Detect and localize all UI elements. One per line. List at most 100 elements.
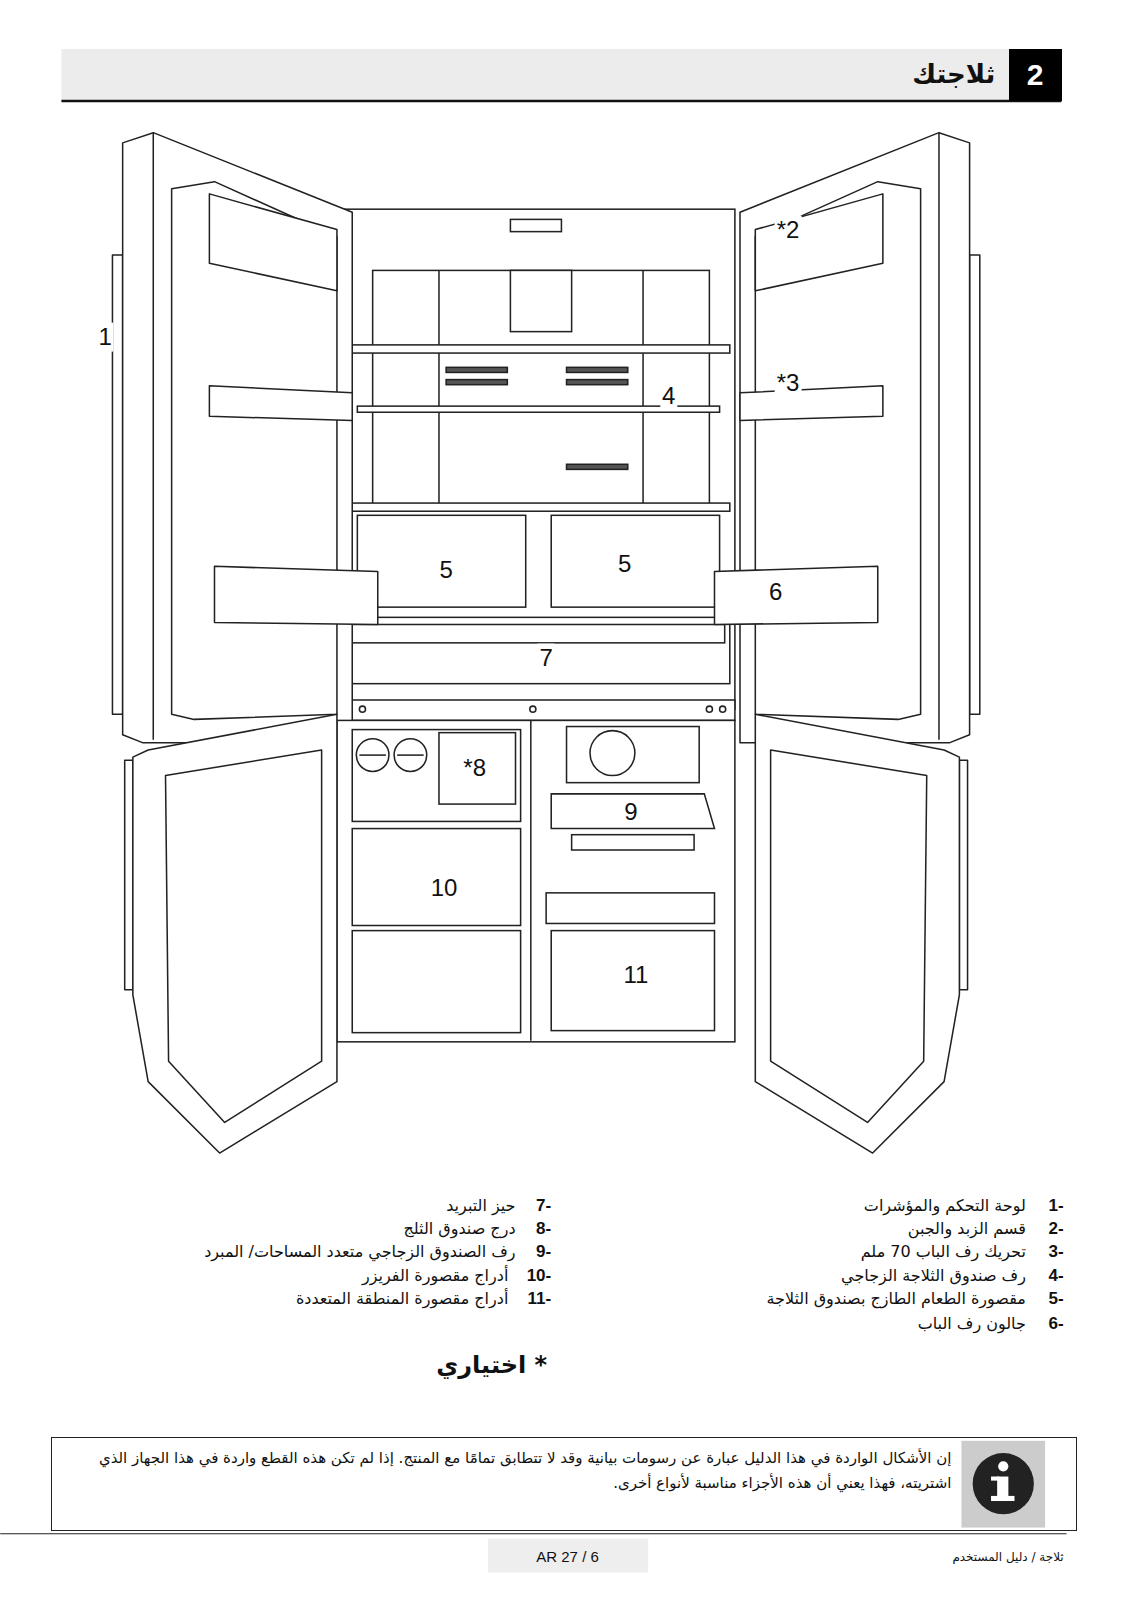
info-icon — [961, 1441, 1045, 1528]
freezer-cabinet — [551, 931, 714, 1031]
fridge-cabinet — [510, 219, 561, 231]
legend-number: 1- — [1049, 1195, 1064, 1215]
fridge-cabinet — [347, 503, 730, 511]
legend-text: قسم الزبد والجبن — [908, 1219, 1026, 1238]
legend-number: 11- — [528, 1289, 552, 1309]
callout-number: 11 — [621, 960, 650, 989]
footer — [488, 1539, 648, 1573]
info-icon — [961, 1441, 1045, 1528]
fridge-cabinet — [373, 270, 710, 510]
info-icon — [991, 1496, 1014, 1501]
fridge-cabinet — [551, 515, 719, 607]
legend-text: أدراج مقصورة الفريزر — [362, 1266, 508, 1285]
fridge-cabinet — [567, 380, 628, 385]
legend-text: مقصورة الطعام الطازج بصندوق الثلاجة — [766, 1290, 1025, 1309]
info-note: إن الأشكال الواردة في هذا الدليل عبارة ع… — [51, 1437, 1077, 1531]
legend-number: 4- — [1049, 1266, 1064, 1286]
callout-number: 1 — [96, 322, 113, 351]
freezer-cabinet — [439, 733, 516, 804]
freezer-cabinet — [572, 835, 694, 850]
freezer-cabinet — [352, 730, 520, 822]
legend-text: رف صندوق الثلاجة الزجاجي — [841, 1266, 1026, 1285]
fridge-cabinet — [446, 380, 507, 385]
freezer-cabinet — [394, 739, 427, 772]
optional-note: * اختياري — [436, 1350, 547, 1379]
fridge-cabinet — [642, 270, 644, 510]
freezer-cabinet — [359, 754, 386, 756]
callout-number: 10 — [429, 874, 460, 903]
callout-number: 6 — [767, 578, 784, 607]
info-icon — [991, 1477, 999, 1481]
fridge-door — [112, 133, 377, 743]
info-icon — [973, 1453, 1034, 1514]
callout-number: 7 — [537, 644, 554, 673]
legend-number: 5- — [1049, 1289, 1064, 1309]
callout-number: 5 — [616, 550, 633, 579]
fridge-cabinet — [359, 706, 365, 712]
fridge-cabinet — [567, 367, 628, 372]
fridge-door — [112, 133, 979, 743]
freezer-cabinet — [337, 720, 735, 1041]
freezer-cabinet — [397, 754, 424, 756]
header-band — [61, 100, 1061, 103]
page-title: ثلاجتك — [912, 59, 995, 90]
callout-number: 4 — [660, 382, 677, 411]
note-text: إن الأشكال الواردة في هذا الدليل عبارة ع… — [62, 1446, 951, 1496]
fridge-cabinet — [337, 209, 735, 709]
page-number: AR 27 / 6 — [536, 1548, 599, 1566]
callout-number: *8 — [461, 753, 488, 782]
freezer-cabinet — [530, 720, 532, 1040]
legend-text: درج صندوق الثلج — [403, 1219, 515, 1238]
info-icon — [998, 1461, 1008, 1471]
legend-number: 3- — [1049, 1242, 1064, 1262]
section-number: 2 — [1027, 60, 1044, 90]
fridge-cabinet — [337, 700, 735, 720]
fridge-cabinet — [706, 706, 712, 712]
header-band — [61, 49, 1061, 101]
fridge-door — [714, 133, 979, 743]
callout-number: *2 — [775, 215, 802, 244]
freezer-door — [125, 714, 337, 1153]
callout-number: 9 — [622, 797, 639, 826]
footer — [0, 1533, 1066, 1534]
callout-number: 5 — [437, 555, 454, 584]
legend-text: حيز التبريد — [446, 1196, 515, 1215]
freezer-cabinet — [356, 739, 389, 772]
fridge-cabinet — [720, 706, 726, 712]
fridge-cabinet — [352, 624, 724, 642]
freezer-cabinet — [352, 931, 520, 1033]
footer — [0, 1534, 1066, 1573]
callout-number: *3 — [775, 368, 802, 397]
freezer-cabinet — [352, 829, 520, 926]
header-band — [61, 49, 1061, 100]
legend-number: 9- — [536, 1242, 551, 1262]
legend-number: 10- — [527, 1266, 552, 1286]
fridge-cabinet — [567, 464, 628, 469]
freezer-cabinet — [567, 727, 700, 783]
legend-text: تحريك رف الباب 70 ملم — [861, 1243, 1026, 1262]
fridge-cabinet — [530, 706, 536, 712]
freezer-cabinet — [551, 794, 714, 829]
legend-text: أدراج مقصورة المنطقة المتعددة — [296, 1290, 508, 1309]
fridge-cabinet — [510, 270, 571, 331]
legend-number: 6- — [1049, 1314, 1064, 1334]
fridge-cabinet — [347, 345, 730, 353]
freezer-cabinet — [590, 731, 635, 776]
header-number: 2 — [1009, 49, 1062, 101]
legend-number: 2- — [1049, 1219, 1064, 1239]
legend-text: لوحة التحكم والمؤشرات — [864, 1196, 1026, 1215]
legend-text: جالون رف الباب — [918, 1314, 1026, 1333]
freezer-door — [755, 714, 967, 1153]
legend-number: 7- — [536, 1195, 551, 1215]
legend-text: رف الصندوق الزجاجي متعدد المساحات/ المبر… — [204, 1243, 515, 1262]
fridge-cabinet — [337, 209, 735, 720]
legend-number: 8- — [536, 1219, 551, 1239]
freezer-cabinet — [337, 720, 735, 1041]
fridge-cabinet — [446, 367, 507, 372]
freezer-door — [125, 714, 968, 1153]
footer-text: ثلاجة / دليل المستخدم — [952, 1549, 1063, 1563]
fridge-cabinet — [357, 515, 525, 607]
fridge-cabinet — [347, 617, 730, 683]
fridge-cabinet — [438, 270, 440, 510]
